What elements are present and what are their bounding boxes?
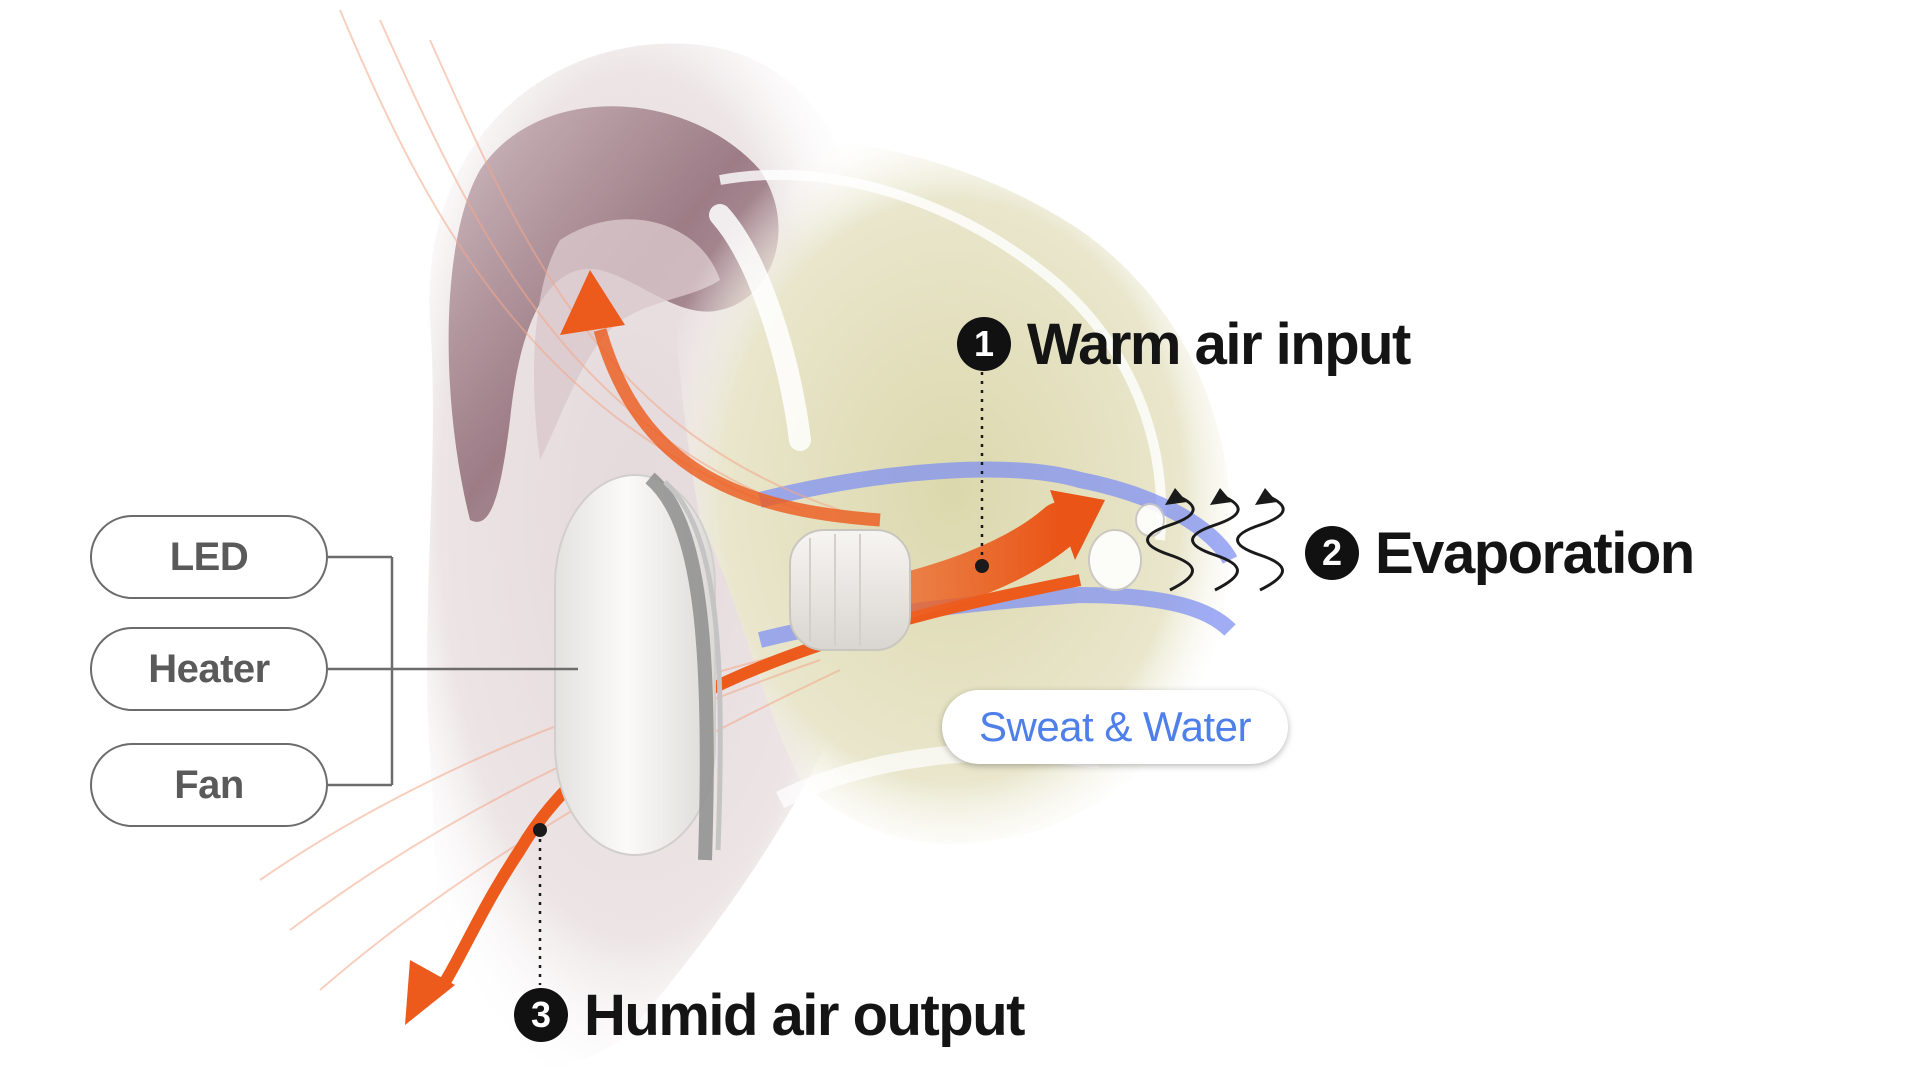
component-label-fan: Fan xyxy=(90,743,328,827)
arrow-head-up xyxy=(560,270,625,335)
step-number-badge: 3 xyxy=(514,988,568,1042)
antihelix-ridge xyxy=(534,219,720,460)
step-evaporation: 2 Evaporation xyxy=(1305,513,1695,593)
cartilage-strip xyxy=(709,204,811,451)
arrow-head-input xyxy=(1050,490,1105,560)
device-side-band-light xyxy=(663,480,723,851)
ear-dryer-device xyxy=(554,472,911,861)
step-warm-air-input: 1 Warm air input xyxy=(957,304,1411,384)
ear-tip xyxy=(789,529,911,651)
step-label: Evaporation xyxy=(1375,520,1695,586)
arrow-head-down xyxy=(405,960,455,1025)
step-label: Warm air input xyxy=(1027,311,1411,377)
device-side-band xyxy=(645,472,714,861)
step-number-badge: 2 xyxy=(1305,526,1359,580)
water-droplet xyxy=(1135,503,1165,537)
component-label-heater: Heater xyxy=(90,627,328,711)
air-outflow-arrow-up xyxy=(593,328,881,527)
device-body xyxy=(554,474,716,856)
step-number-badge: 1 xyxy=(957,317,1011,371)
evaporation-waves-icon xyxy=(1146,488,1285,592)
leader-lines xyxy=(533,372,989,985)
step-label: Humid air output xyxy=(584,982,1025,1048)
component-label-led: LED xyxy=(90,515,328,599)
water-droplet xyxy=(1088,529,1142,591)
component-connectors xyxy=(328,555,578,787)
step-humid-air-output: 3 Humid air output xyxy=(514,975,1025,1055)
sweat-water-label: Sweat & Water xyxy=(942,690,1288,764)
bone-outline xyxy=(719,169,1167,541)
canal-upper-wall xyxy=(758,461,1238,564)
